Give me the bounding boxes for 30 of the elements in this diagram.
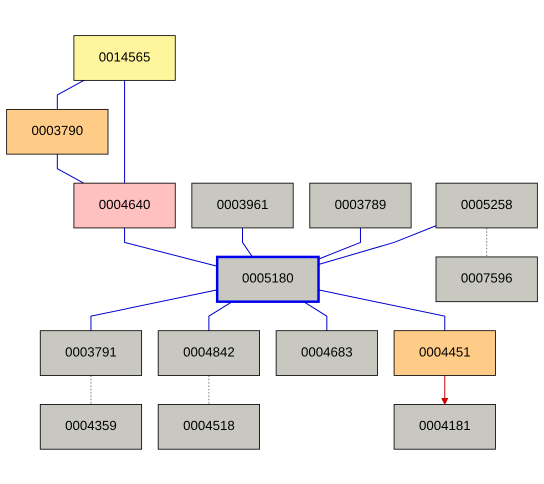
connector — [208, 300, 233, 331]
node-box: 0003789 — [309, 182, 412, 228]
connector — [318, 227, 361, 260]
node-box: 0004181 — [394, 404, 496, 450]
connector — [56, 79, 84, 110]
node-box: 0004842 — [158, 330, 260, 376]
connector — [124, 79, 126, 184]
node-box: 0004518 — [158, 404, 260, 450]
node-box: 0004683 — [276, 330, 378, 376]
node-box: 0005258 — [436, 182, 538, 228]
node-box: 0004451 — [394, 330, 496, 376]
node-box: 0003961 — [191, 182, 294, 228]
connector — [124, 227, 218, 266]
connector — [242, 227, 253, 257]
connector — [90, 374, 92, 405]
node-box: 0014565 — [73, 34, 176, 80]
connector — [318, 224, 436, 265]
node-box: 0004640 — [73, 182, 176, 228]
node-box: 0007596 — [436, 256, 538, 302]
node-box: 0003790 — [6, 108, 108, 154]
connector — [56, 153, 84, 184]
connector — [486, 227, 488, 257]
connector — [318, 288, 446, 331]
node-box: 0003791 — [40, 330, 142, 376]
connector — [208, 374, 210, 405]
node-box: 0004359 — [40, 404, 142, 450]
connector — [303, 300, 328, 331]
arrow — [441, 374, 448, 404]
connector — [90, 288, 218, 331]
node-box: 0005180 — [216, 255, 320, 302]
